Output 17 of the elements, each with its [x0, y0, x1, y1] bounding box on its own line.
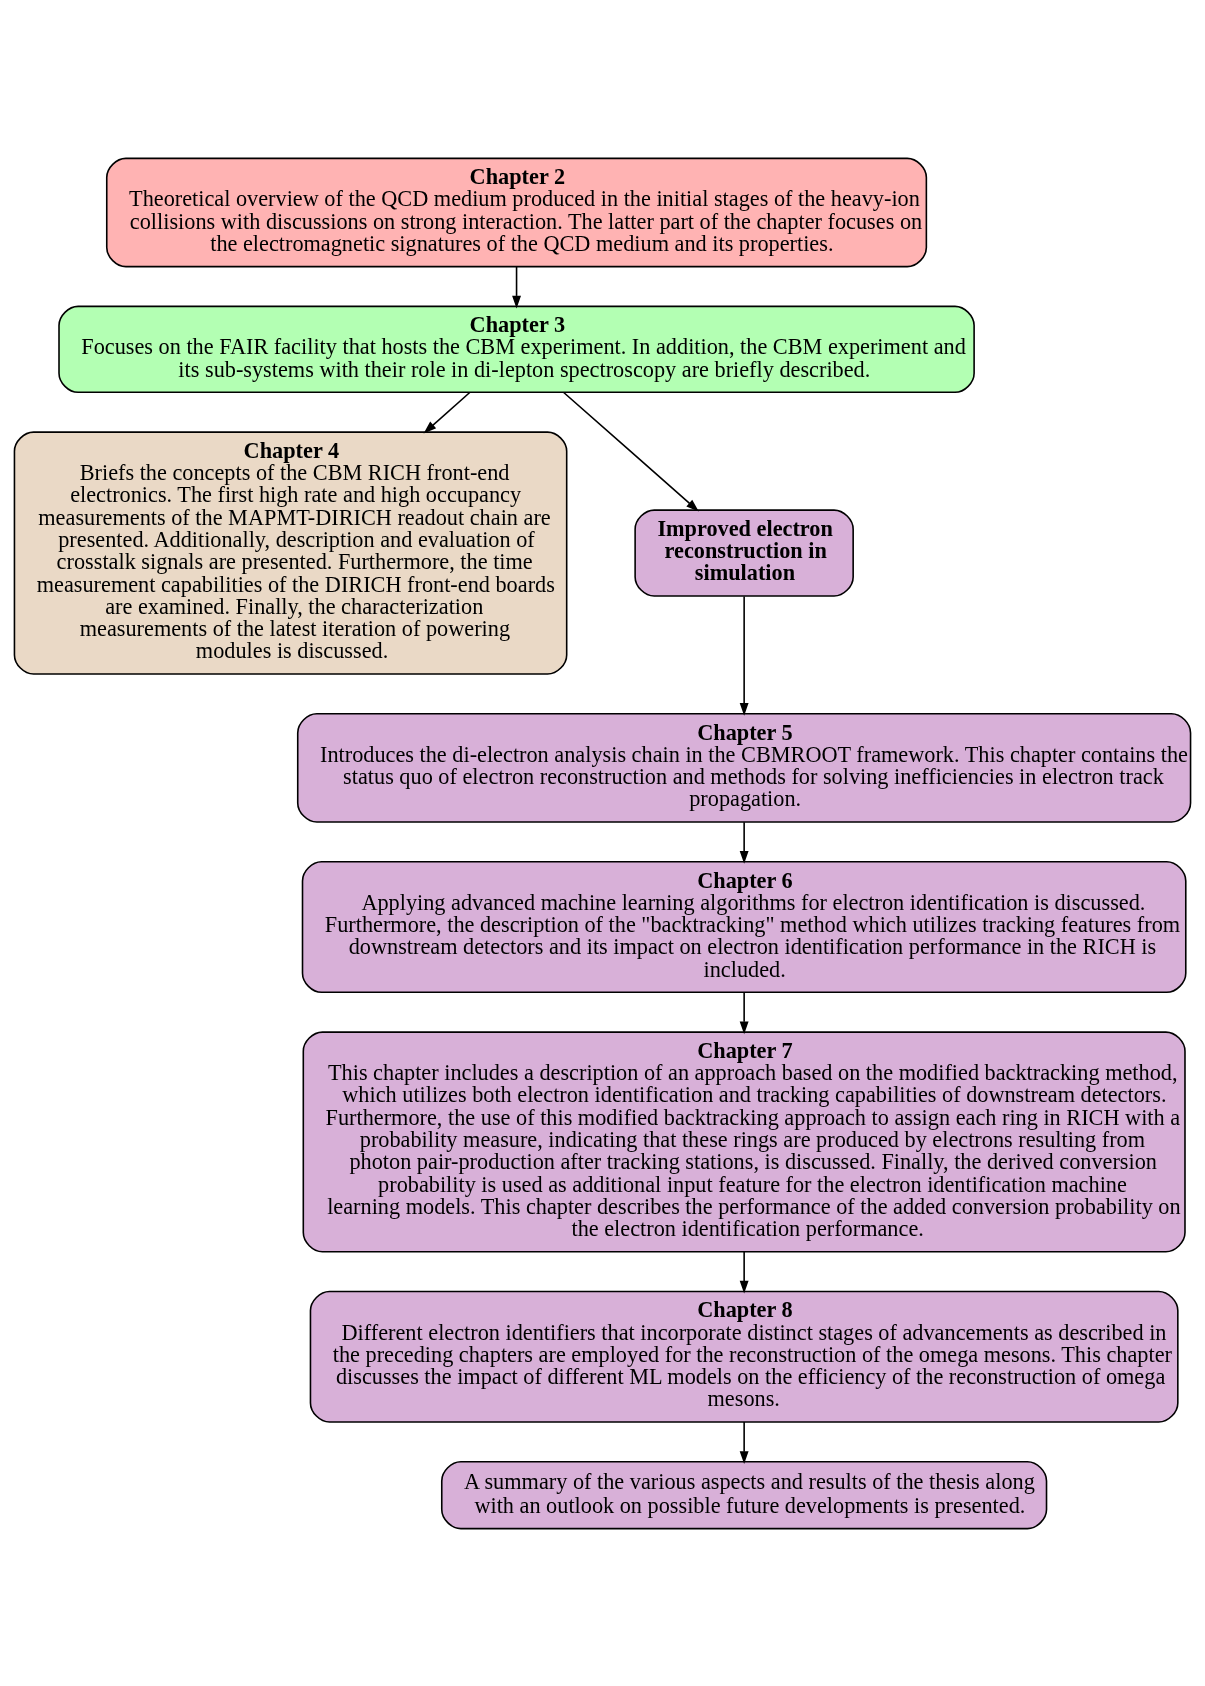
- node-box: Improved electron reconstruction in simulation: [634, 508, 854, 597]
- arrow: [739, 991, 749, 1034]
- node-box: Chapter 8 Different electron identifiers that incorporate distinct stages of advancements as described in the preceding chapters are employed for the reconstruction of the omega mesons. This chapter discusses the impact of different ML models on the efficiency of the reconstruction of omega mesons.: [309, 1290, 1179, 1423]
- node-box: Chapter 5 Introduces the di-electron analysis chain in the CBMROOT framework. This chapter contains the status quo of electron reconstruction and methods for solving inefficiencies in electron track propagation.: [296, 712, 1192, 823]
- node-box: A summary of the various aspects and results of the thesis along with an outlook on possible future developments is presented.: [440, 1460, 1048, 1529]
- node-box: Chapter 2 Theoretical overview of the QCD medium produced in the initial stages of the heavy-ion collisions with discussions on strong interaction. The latter part of the chapter focuses on the electromagnetic signatures of the QCD medium and its properties.: [105, 157, 928, 267]
- arrow: [739, 1420, 749, 1464]
- arrow: [739, 595, 749, 716]
- arrow: [512, 265, 522, 308]
- node-box: Chapter 3 Focuses on the FAIR facility that hosts the CBM experiment. In addition, the CBM experiment and its sub-systems with their role in di-lepton spectroscopy are briefly described.: [58, 305, 975, 393]
- node-box: Chapter 7 This chapter includes a description of an approach based on the modified backtracking method, which utilizes both electron identification and tracking capabilities of downstream detectors. Furthermore, the use of this modified backtracking approach to assign each ring in RICH with a probability measure, indicating that these rings are produced by electrons resulting from photon pair-production after tracking stations, is discussed. Finally, the derived conversion probability is used as additional input feature for the electron identification machine learning models. This chapter describes the performance of the added conversion probability on the electron identification performance.: [302, 1030, 1186, 1252]
- arrow: [739, 1250, 749, 1293]
- arrow: [739, 821, 749, 864]
- node-box: Chapter 4 Briefs the concepts of the CBM RICH front-end electronics. The first high rate and high occupancy measurements of the MAPMT-DIRICH readout chain are presented. Additionally, description and evaluation of crosstalk signals are presented. Furthermore, the time measurement capabilities of the DIRICH front-end boards are examined. Finally, the characterization measurements of the latest iteration of powering modules is discussed.: [13, 430, 568, 675]
- arrow: [423, 391, 471, 433]
- arrow: [562, 391, 699, 512]
- node-box: Chapter 6 Applying advanced machine learning algorithms for electron identification is discussed. Furthermore, the description of the "backtracking" method which utilizes tracking features from downstream detectors and its impact on electron identification performance in the RICH is included.: [301, 860, 1187, 993]
